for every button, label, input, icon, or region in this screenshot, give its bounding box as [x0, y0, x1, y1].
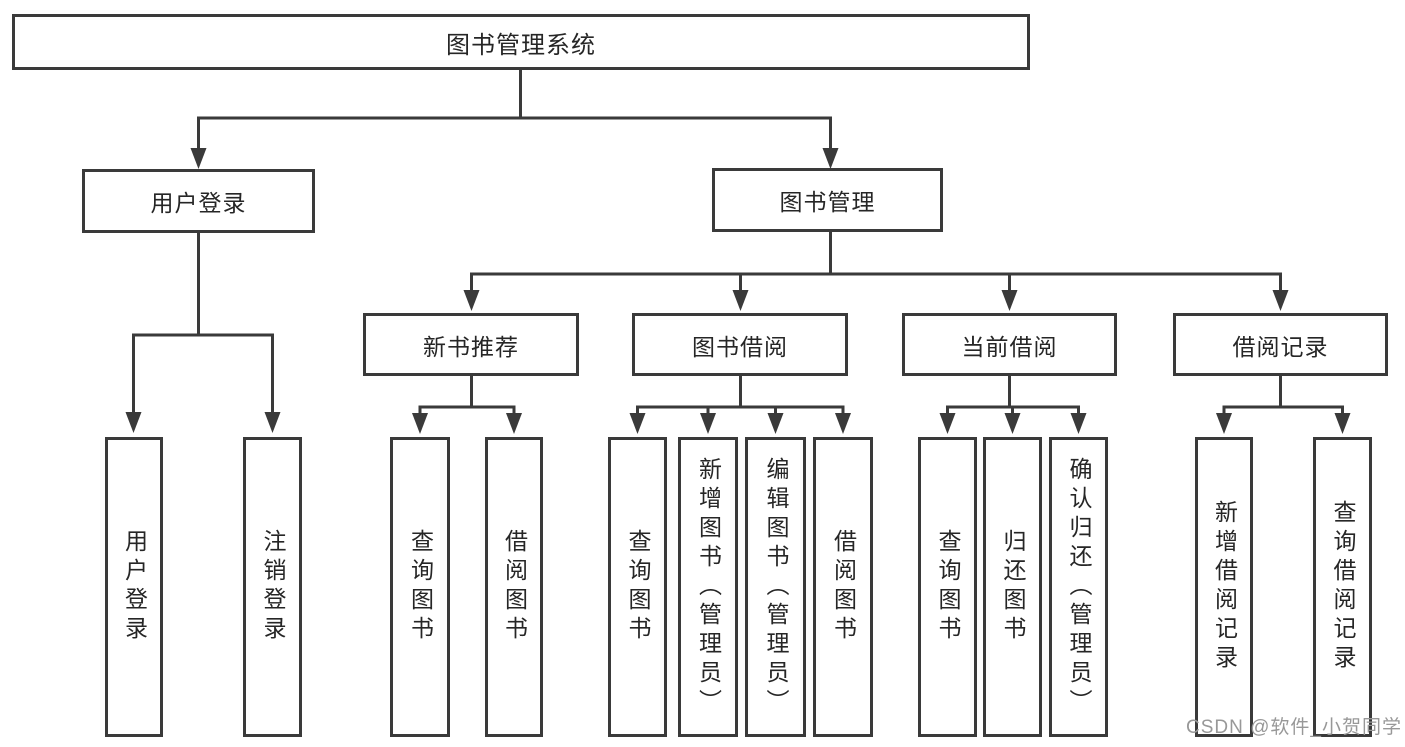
- leaf-confirm-return-admin: 确认归还（管理员）: [1049, 437, 1108, 737]
- leaf-query-book-recommend: 查询图书: [390, 437, 450, 737]
- leaf-confirm-return-admin-label: 确认归还（管理员）: [1066, 456, 1092, 718]
- node-new-book-recommend-label: 新书推荐: [423, 333, 519, 360]
- node-book-borrow-label: 图书借阅: [692, 333, 788, 360]
- arrowhead-down-icons: [125, 148, 1351, 434]
- node-new-book-recommend: 新书推荐: [363, 313, 579, 376]
- node-root: 图书管理系统: [12, 14, 1030, 70]
- leaf-borrow-book-recommend-label: 借阅图书: [501, 529, 528, 645]
- leaf-add-book-admin-label: 新增图书（管理员）: [695, 456, 722, 718]
- node-user-login-label: 用户登录: [150, 190, 247, 216]
- leaf-borrow-book-label: 借阅图书: [830, 529, 857, 645]
- leaf-query-borrow-record-label: 查询借阅记录: [1330, 500, 1356, 674]
- node-root-label: 图书管理系统: [446, 31, 596, 59]
- leaf-query-book-recommend-label: 查询图书: [407, 529, 434, 645]
- leaf-query-book-borrow: 查询图书: [608, 437, 667, 737]
- node-book-management: 图书管理: [712, 168, 943, 232]
- leaf-user-login-label: 用户登录: [121, 529, 148, 645]
- leaf-query-book-borrow-label: 查询图书: [625, 529, 651, 645]
- leaf-borrow-book-recommend: 借阅图书: [485, 437, 543, 737]
- node-current-borrow-label: 当前借阅: [961, 333, 1058, 360]
- leaf-borrow-book: 借阅图书: [813, 437, 873, 737]
- leaf-add-book-admin: 新增图书（管理员）: [678, 437, 738, 737]
- leaf-edit-book-admin-label: 编辑图书（管理员）: [763, 456, 789, 718]
- node-user-login: 用户登录: [82, 169, 315, 233]
- leaf-add-borrow-record-label: 新增借阅记录: [1211, 500, 1238, 674]
- leaf-user-login: 用户登录: [105, 437, 163, 737]
- leaf-add-borrow-record: 新增借阅记录: [1195, 437, 1253, 737]
- leaf-return-book-label: 归还图书: [1000, 529, 1026, 645]
- leaf-query-book-current-label: 查询图书: [935, 529, 961, 645]
- leaf-edit-book-admin: 编辑图书（管理员）: [745, 437, 806, 737]
- node-book-borrow: 图书借阅: [632, 313, 848, 376]
- leaf-logout: 注销登录: [243, 437, 302, 737]
- node-borrow-record: 借阅记录: [1173, 313, 1388, 376]
- leaf-return-book: 归还图书: [983, 437, 1042, 737]
- watermark-text: CSDN @软件_小贺同学: [1186, 717, 1402, 738]
- leaf-query-borrow-record: 查询借阅记录: [1313, 437, 1372, 737]
- node-book-management-label: 图书管理: [779, 189, 876, 215]
- leaf-query-book-current: 查询图书: [918, 437, 977, 737]
- node-current-borrow: 当前借阅: [902, 313, 1117, 376]
- node-borrow-record-label: 借阅记录: [1232, 333, 1329, 360]
- leaf-logout-label: 注销登录: [260, 529, 286, 645]
